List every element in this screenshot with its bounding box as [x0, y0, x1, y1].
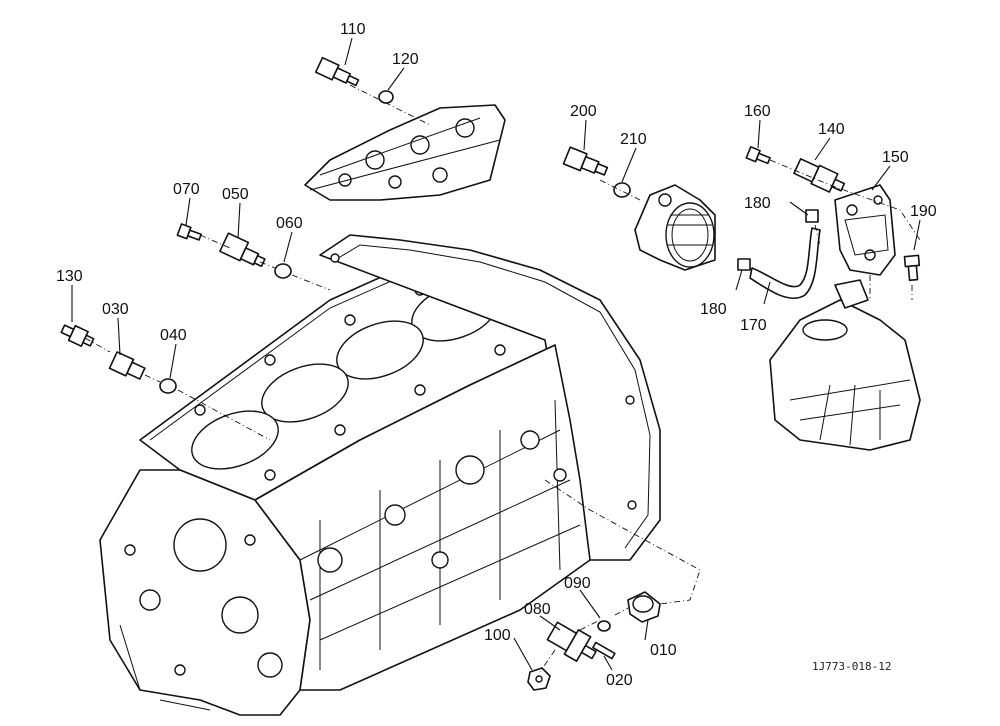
- leader-lines: [71, 37, 921, 671]
- callout-060: 060: [276, 215, 303, 232]
- callout-110: 110: [340, 21, 366, 38]
- callout-190: 190: [910, 203, 937, 220]
- part-020-stud: [592, 641, 616, 660]
- housing-section-right: [769, 279, 921, 451]
- assembly-centerlines: [84, 84, 921, 673]
- callout-130: 130: [56, 268, 83, 285]
- callout-labels: 110 120 200 210 160 140 150 180 190 180 …: [56, 21, 937, 689]
- callout-050: 050: [222, 186, 249, 203]
- part-090-oring: [597, 620, 611, 632]
- cylinder-head-section: [304, 104, 506, 201]
- callout-090: 090: [564, 575, 591, 592]
- part-200-sensor: [562, 146, 609, 176]
- part-040-washer: [159, 378, 177, 394]
- part-190-bolt: [903, 254, 921, 282]
- part-030-adapter: [108, 351, 146, 380]
- callout-140: 140: [818, 121, 845, 138]
- part-060-oring: [274, 263, 292, 279]
- part-080-sensor: [546, 621, 597, 662]
- callout-180-upper: 180: [744, 195, 771, 212]
- part-180-clamp-upper: [805, 209, 819, 223]
- callout-080: 080: [524, 601, 551, 618]
- part-110-sensor: [314, 56, 360, 87]
- callout-010: 010: [650, 642, 677, 659]
- callout-070: 070: [173, 181, 200, 198]
- callout-040: 040: [160, 327, 187, 344]
- callout-120: 120: [392, 51, 419, 68]
- callout-160: 160: [744, 103, 771, 120]
- part-180-clamp-lower: [737, 258, 751, 271]
- callout-200: 200: [570, 103, 597, 120]
- part-010-bushing: [627, 591, 661, 623]
- callout-210: 210: [620, 131, 647, 148]
- callout-150: 150: [882, 149, 909, 166]
- callout-030: 030: [102, 301, 129, 318]
- thermostat-housing: [634, 184, 716, 271]
- part-130-sensor: [60, 324, 95, 347]
- part-070-bolt: [176, 223, 202, 241]
- drawing-code: 1J773-018-12: [812, 660, 891, 673]
- part-140-sensor: [793, 158, 846, 193]
- callout-180-lower: 180: [700, 301, 727, 318]
- part-170-hose: [749, 227, 821, 300]
- callout-170: 170: [740, 317, 767, 334]
- part-210-washer: [613, 182, 631, 198]
- callout-020: 020: [606, 672, 633, 689]
- part-120-washer: [378, 90, 394, 104]
- part-050-sensor: [219, 232, 266, 268]
- part-100-nut: [527, 667, 551, 691]
- bracket-150: [834, 184, 896, 276]
- callout-100: 100: [484, 627, 511, 644]
- part-160-bolt: [745, 146, 771, 165]
- cylinder-block: [99, 234, 661, 716]
